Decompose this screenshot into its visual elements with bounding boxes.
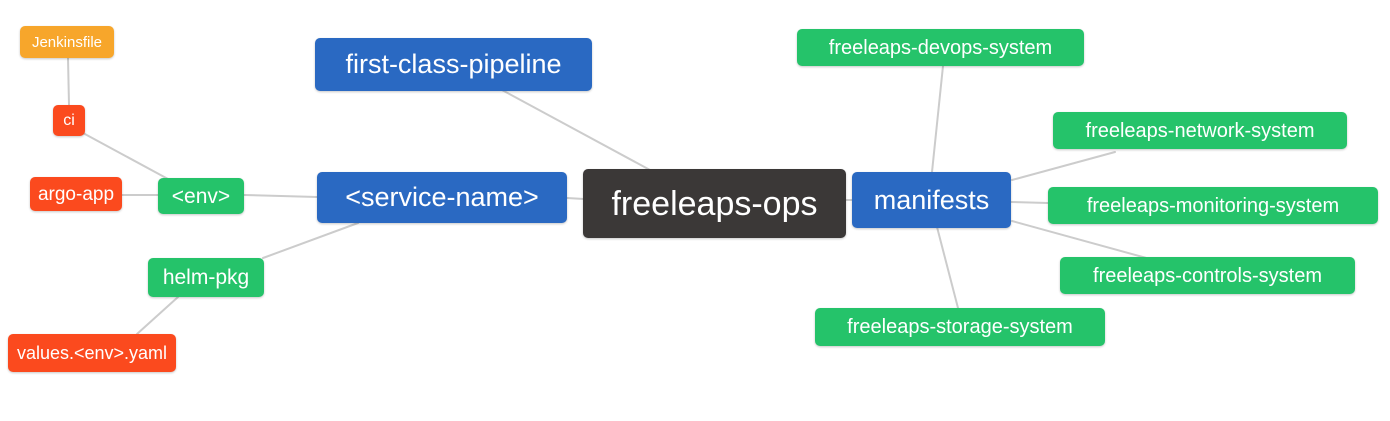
edge-manifests-to-devops-system (931, 65, 944, 173)
edge-manifests-to-monitoring-system (1010, 201, 1049, 204)
node-devops-system[interactable]: freeleaps-devops-system (797, 29, 1084, 66)
edge-jenkinsfile-to-ci (67, 57, 70, 106)
edge-env-to-service-name (243, 194, 318, 198)
edge-service-name-to-freeleaps-ops (566, 197, 585, 200)
node-storage-system[interactable]: freeleaps-storage-system (815, 308, 1105, 346)
edge-manifests-to-controls-system (1011, 220, 1151, 260)
node-argo-app[interactable]: argo-app (30, 177, 122, 211)
node-freeleaps-ops[interactable]: freeleaps-ops (583, 169, 846, 238)
node-helm-pkg[interactable]: helm-pkg (148, 258, 264, 297)
edge-manifests-to-network-system (1011, 151, 1116, 181)
node-service-name[interactable]: <service-name> (317, 172, 567, 223)
node-env[interactable]: <env> (158, 178, 244, 214)
node-ci[interactable]: ci (53, 105, 85, 136)
node-network-system[interactable]: freeleaps-network-system (1053, 112, 1347, 149)
edge-ci-to-env (82, 132, 169, 180)
node-controls-system[interactable]: freeleaps-controls-system (1060, 257, 1355, 294)
edge-helm-pkg-to-service-name (262, 222, 359, 259)
node-monitoring-system[interactable]: freeleaps-monitoring-system (1048, 187, 1378, 224)
node-jenkinsfile[interactable]: Jenkinsfile (20, 26, 114, 58)
node-first-class-pipeline[interactable]: first-class-pipeline (315, 38, 592, 91)
edge-values-env-yaml-to-helm-pkg (136, 296, 179, 335)
node-values-env-yaml[interactable]: values.<env>.yaml (8, 334, 176, 372)
edge-manifests-to-storage-system (936, 226, 959, 309)
node-manifests[interactable]: manifests (852, 172, 1011, 228)
edge-first-class-pipeline-to-freeleaps-ops (501, 89, 651, 171)
